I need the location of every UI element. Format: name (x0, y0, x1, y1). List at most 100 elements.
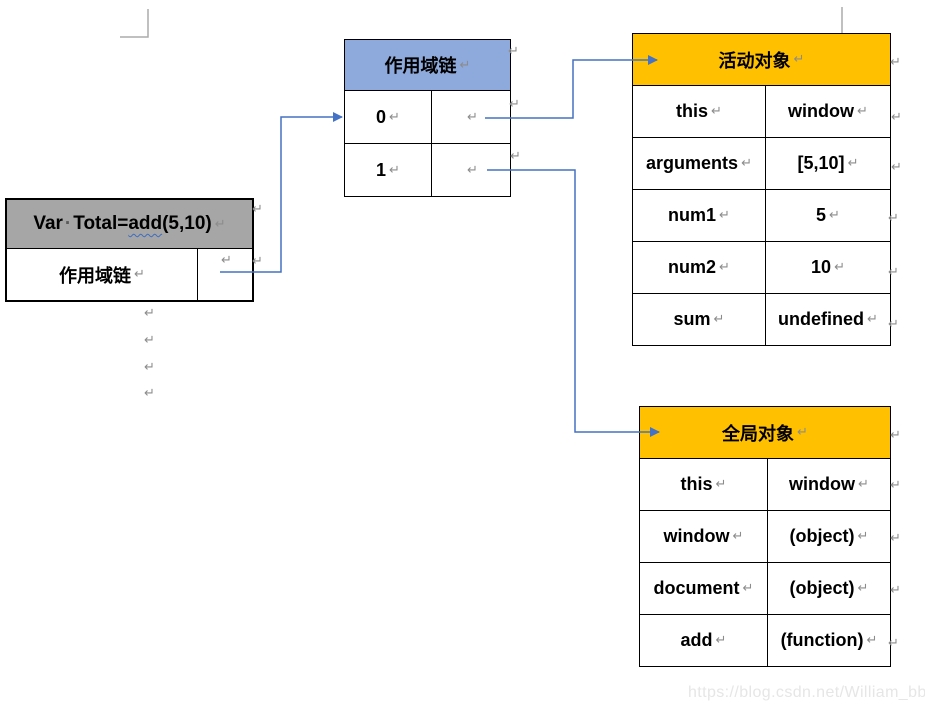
pilcrow-mark: ↵ (719, 208, 730, 223)
call-box-body-row: 作用域链↵ ↵ (7, 248, 252, 300)
pilcrow-mark: ↵ (888, 211, 899, 226)
pilcrow-mark: ↵ (890, 55, 901, 70)
pilcrow-mark: ↵ (509, 97, 520, 112)
pilcrow-mark: ↵ (719, 260, 730, 275)
scope-chain-table[interactable]: 作用域链↵ 0↵ ↵ 1↵ ↵ (344, 39, 511, 197)
pilcrow-mark: ↵ (467, 162, 478, 178)
pilcrow-mark: ↵ (508, 44, 519, 59)
cell-text: window (788, 101, 855, 121)
pilcrow-mark: ↵ (742, 581, 754, 596)
scope-chain-index-0-cell[interactable]: 0↵ (345, 91, 431, 143)
go-key-this-cell[interactable]: this↵ (640, 459, 767, 510)
activation-object-header[interactable]: 活动对象↵ (633, 34, 890, 85)
table-row: document↵ (object)↵ (640, 562, 890, 614)
table-row: add↵ (function)↵ (640, 614, 890, 666)
call-box-scope-label-cell[interactable]: 作用域链↵ (7, 249, 197, 300)
pilcrow-mark: ↵ (888, 317, 899, 332)
ao-value-sum-cell[interactable]: undefined↵ (765, 294, 890, 345)
ao-value-this-cell[interactable]: window↵ (765, 86, 890, 137)
pilcrow-mark: ↵ (891, 160, 902, 175)
ao-key-num2-cell[interactable]: num2↵ (633, 242, 765, 293)
pilcrow-mark: ↵ (888, 636, 899, 651)
call-box-pointer-cell[interactable]: ↵ (197, 249, 252, 300)
ao-value-arguments-cell[interactable]: [5,10]↵ (765, 138, 890, 189)
pilcrow-mark: ↵ (144, 333, 155, 348)
pilcrow-mark: ↵ (888, 265, 899, 280)
ao-value-num1-cell[interactable]: 5↵ (765, 190, 890, 241)
pilcrow-mark: ↵ (459, 57, 471, 73)
call-title-args: (5,10) (162, 213, 212, 234)
cell-text: 5 (816, 205, 827, 225)
table-row: window↵ (object)↵ (640, 510, 890, 562)
pilcrow-mark: ↵ (252, 254, 263, 269)
cell-text: (function) (780, 630, 864, 650)
pilcrow-mark: ↵ (857, 104, 868, 119)
scope-index-1: 1 (376, 159, 387, 180)
pilcrow-mark: ↵ (891, 110, 902, 125)
table-row: this↵ window↵ (640, 458, 890, 510)
pilcrow-mark: ↵ (715, 633, 727, 648)
ao-value-num2-cell[interactable]: 10↵ (765, 242, 890, 293)
table-row: this↵ window↵ (633, 85, 890, 137)
scope-chain-row-0: 0↵ ↵ (345, 90, 510, 143)
scope-chain-pointer-1-cell[interactable]: ↵ (431, 144, 510, 196)
pilcrow-mark: ↵ (834, 260, 845, 275)
cell-text: arguments (646, 153, 739, 173)
pilcrow-mark: ↵ (711, 104, 722, 119)
ao-key-this-cell[interactable]: this↵ (633, 86, 765, 137)
pilcrow-mark: ↵ (866, 633, 878, 648)
pilcrow-mark: ↵ (857, 529, 869, 544)
global-object-header[interactable]: 全局对象↵ (640, 407, 890, 458)
global-object-table[interactable]: 全局对象↵ this↵ window↵ window↵ (object)↵ do… (639, 406, 891, 667)
pilcrow-mark: ↵ (510, 149, 521, 164)
call-title-add-misspelled: add (128, 213, 163, 234)
scope-chain-table-header[interactable]: 作用域链↵ (345, 40, 510, 90)
go-key-add-cell[interactable]: add↵ (640, 615, 767, 666)
go-key-window-cell[interactable]: window↵ (640, 511, 767, 562)
top-left-corner-mark (120, 9, 149, 38)
scope-chain-table-title: 作用域链 (384, 56, 457, 76)
space-dot-mark: · (64, 213, 72, 234)
cell-text: num1 (668, 205, 717, 225)
activation-object-table[interactable]: 活动对象↵ this↵ window↵ arguments↵ [5,10]↵ n… (632, 33, 891, 346)
cell-text: this (676, 101, 709, 121)
cell-text: undefined (778, 309, 865, 329)
pilcrow-mark: ↵ (847, 156, 859, 171)
ao-key-sum-cell[interactable]: sum↵ (633, 294, 765, 345)
cell-text: window (789, 474, 856, 494)
pilcrow-mark: ↵ (890, 428, 901, 443)
go-value-add-cell[interactable]: (function)↵ (767, 615, 890, 666)
cell-text: window (663, 526, 730, 546)
pilcrow-mark: ↵ (144, 386, 155, 401)
pilcrow-mark: ↵ (389, 109, 400, 125)
scope-chain-pointer-0-cell[interactable]: ↵ (431, 91, 510, 143)
go-key-document-cell[interactable]: document↵ (640, 563, 767, 614)
go-value-this-cell[interactable]: window↵ (767, 459, 890, 510)
ao-key-num1-cell[interactable]: num1↵ (633, 190, 765, 241)
ao-key-arguments-cell[interactable]: arguments↵ (633, 138, 765, 189)
pilcrow-mark: ↵ (793, 52, 805, 67)
pilcrow-mark: ↵ (732, 529, 744, 544)
pilcrow-mark: ↵ (144, 360, 155, 375)
pilcrow-mark: ↵ (144, 306, 155, 321)
cell-text: 10 (811, 257, 832, 277)
pilcrow-mark: ↵ (252, 202, 263, 217)
go-value-window-cell[interactable]: (object)↵ (767, 511, 890, 562)
call-box[interactable]: Var·Total=add(5,10)↵ 作用域链↵ ↵ (5, 198, 254, 302)
scope-chain-index-1-cell[interactable]: 1↵ (345, 144, 431, 196)
table-row: arguments↵ [5,10]↵ (633, 137, 890, 189)
activation-object-title: 活动对象 (718, 50, 791, 71)
pilcrow-mark: ↵ (857, 581, 869, 596)
table-row: num1↵ 5↵ (633, 189, 890, 241)
global-object-title: 全局对象 (722, 423, 795, 444)
pilcrow-mark: ↵ (467, 109, 478, 125)
pilcrow-mark: ↵ (713, 312, 725, 327)
pilcrow-mark: ↵ (829, 208, 840, 223)
call-box-title[interactable]: Var·Total=add(5,10)↵ (7, 200, 252, 248)
go-value-document-cell[interactable]: (object)↵ (767, 563, 890, 614)
cell-text: (object) (789, 578, 855, 598)
scope-label: 作用域链 (59, 265, 132, 286)
scope-index-0: 0 (376, 106, 387, 127)
cell-text: [5,10] (797, 153, 845, 173)
